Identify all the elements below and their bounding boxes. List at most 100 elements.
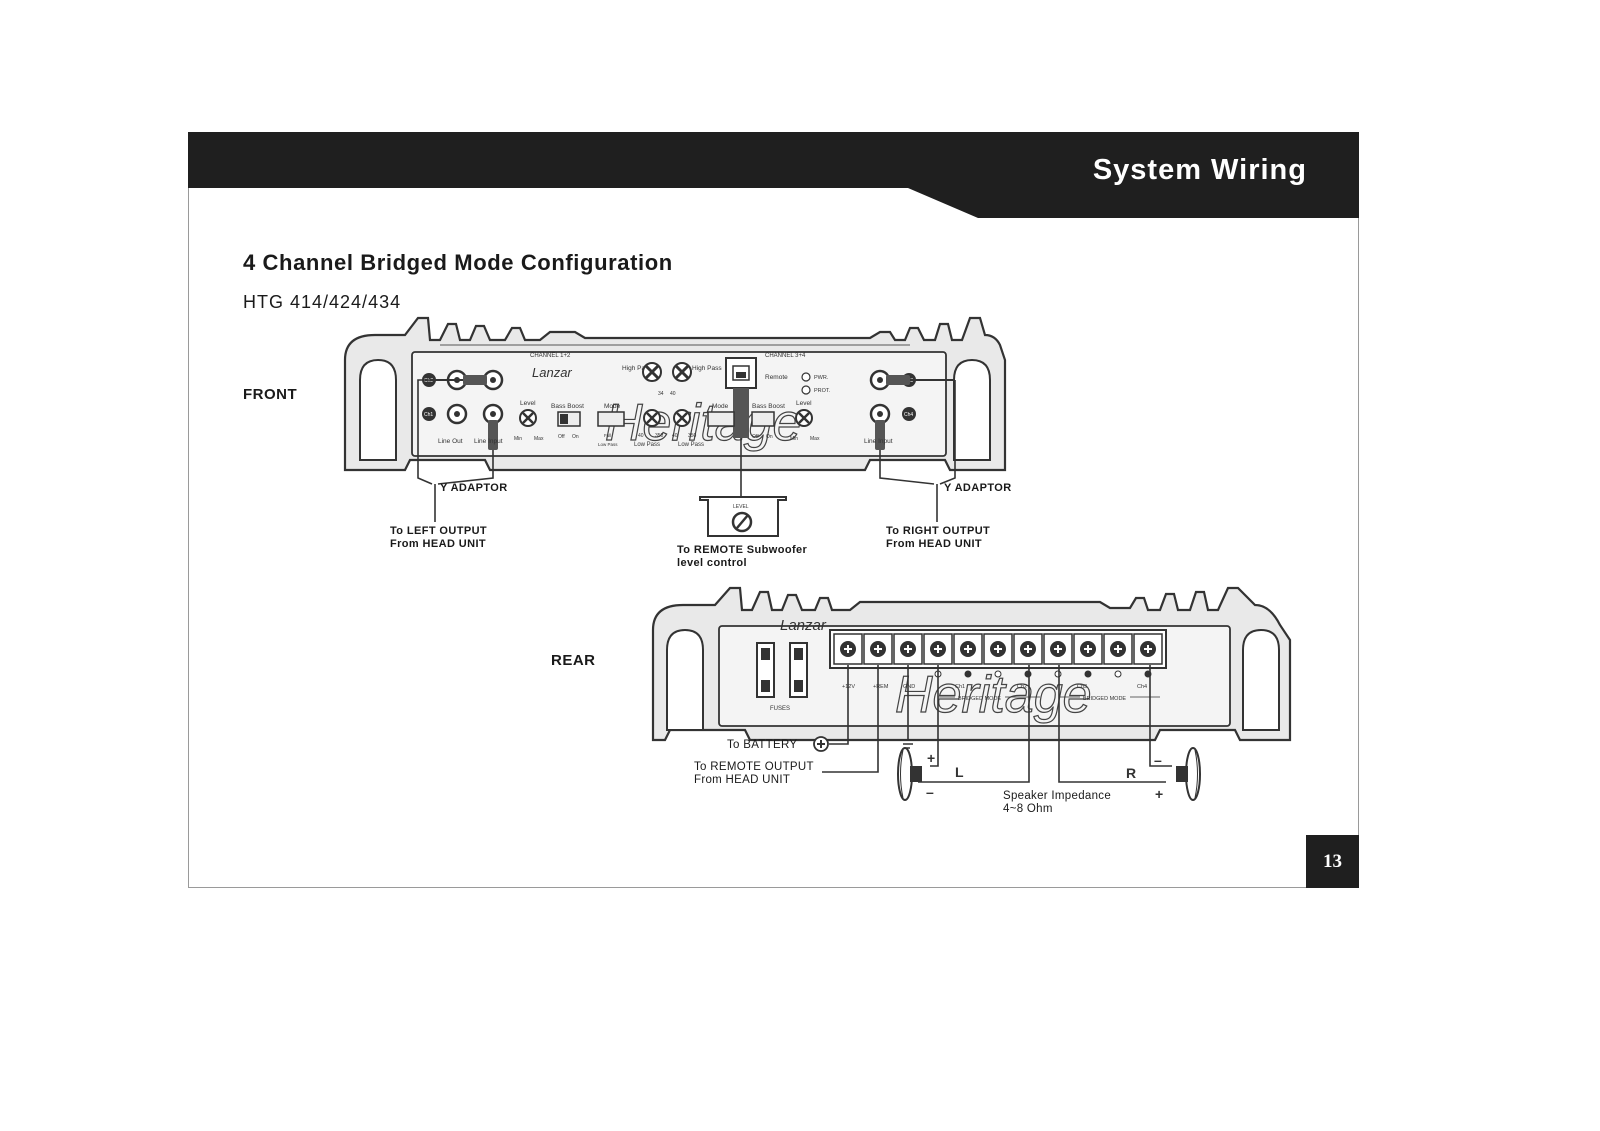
terminal-polarity-marker — [1084, 670, 1092, 678]
terminal-cell — [893, 633, 923, 665]
front-right-rca-group: Ch3 Ch4 Line Input — [864, 369, 955, 450]
svg-text:Mode: Mode — [604, 403, 621, 410]
svg-text:Bass Boost: Bass Boost — [551, 403, 584, 410]
svg-text:40: 40 — [638, 433, 644, 439]
left-speaker-icon — [897, 747, 922, 801]
svg-text:On: On — [572, 434, 579, 440]
terminal-label-gnd: GND — [903, 684, 915, 690]
page-title: System Wiring — [1092, 154, 1307, 186]
pwr-led-label: PWR. — [814, 375, 829, 381]
rear-watermark: Heritage — [895, 666, 1092, 724]
ch2-jack-label: Ch2 — [424, 378, 433, 384]
section-title: 4 Channel Bridged Mode Configuration — [243, 250, 673, 275]
terminal-cell — [1043, 633, 1073, 665]
header-band-shape — [188, 132, 1359, 218]
right-speaker-icon — [1176, 747, 1201, 801]
status-leds: PWR. PROT. — [801, 372, 831, 395]
prot-led-label: PROT. — [814, 388, 831, 394]
svg-text:350: 350 — [688, 433, 697, 439]
svg-text:Bass Boost: Bass Boost — [752, 403, 785, 410]
y-adaptor-left-label: Y ADAPTOR — [440, 482, 508, 494]
bass-boost-switch-right: Bass Boost Off On — [751, 403, 785, 440]
front-control-panel — [411, 351, 947, 457]
terminal-polarity-marker — [1054, 670, 1062, 678]
line-input-label-left: Line Input — [474, 438, 503, 445]
ch1-jack-label: Ch1 — [424, 412, 433, 418]
to-battery-label: To BATTERY — [727, 739, 798, 751]
rear-wiring — [822, 665, 1172, 783]
svg-text:Level: Level — [796, 400, 812, 407]
terminal-label-rem: +REM — [873, 684, 889, 690]
terminal-label-ch1: Ch1 — [955, 684, 965, 690]
left-speaker-label: L — [955, 764, 964, 780]
svg-text:High Pass: High Pass — [692, 365, 722, 372]
rear-label: REAR — [551, 652, 596, 669]
battery-plus-icon — [813, 736, 829, 752]
left-speaker-plus: + — [927, 750, 935, 766]
svg-text:Level: Level — [520, 400, 536, 407]
y-adaptor-left-wires — [417, 379, 494, 522]
right-speaker-minus: – — [1154, 752, 1162, 768]
high-pass-knobs: High Pass High Pass 34 40 — [622, 362, 722, 397]
svg-text:Off: Off — [752, 434, 759, 440]
terminal-label-ch4: Ch4 — [1137, 684, 1147, 690]
rear-left-handle — [666, 628, 704, 731]
terminal-polarity-marker — [964, 670, 972, 678]
svg-text:Max: Max — [810, 436, 820, 442]
y-adaptor-right-wires — [879, 380, 956, 522]
svg-text:Mode: Mode — [712, 403, 729, 410]
svg-text:34: 34 — [658, 391, 664, 397]
channel-3-4-label: CHANNEL 3+4 — [765, 353, 806, 359]
svg-text:Min: Min — [790, 436, 798, 442]
front-left-handle — [359, 358, 397, 461]
mode-switch-left: Mode Full Low Pass — [597, 403, 625, 447]
y-adaptor-right-label: Y ADAPTOR — [944, 482, 1012, 494]
ground-symbol-icon — [900, 739, 916, 749]
svg-text:Off: Off — [558, 434, 565, 440]
svg-text:Max: Max — [534, 436, 544, 442]
left-speaker-minus: – — [926, 784, 934, 800]
fuses-label: FUSES — [770, 706, 790, 712]
line-input-label-right: Line Input — [864, 438, 893, 445]
remote-level-control: LEVEL — [699, 496, 787, 537]
remote-port: Remote — [725, 357, 788, 438]
fuses: FUSES — [756, 642, 808, 712]
front-right-handle — [953, 358, 991, 461]
svg-text:Low Pass: Low Pass — [598, 442, 618, 447]
page-frame — [188, 132, 1359, 888]
bridged-mode-label-2: BRIDGED MODE — [1083, 696, 1126, 702]
ch4-jack-label: Ch4 — [904, 412, 913, 418]
page-number: 13 — [1306, 835, 1359, 888]
line-out-label: Line Out — [438, 438, 463, 445]
low-pass-knobs: 40 350 40 350 Low Pass Low Pass — [634, 409, 704, 448]
svg-text:On: On — [766, 434, 773, 440]
bass-boost-switch-left: Bass Boost Off On — [551, 403, 584, 440]
front-left-rca-group: Ch2 Ch1 Line Out Line Input — [422, 369, 504, 450]
terminal-polarity-marker — [1024, 670, 1032, 678]
rear-amplifier: Heritage Lanzar FUSES +12V +REM GND Ch1 … — [651, 586, 1292, 802]
right-speaker-plus: + — [1155, 786, 1163, 802]
terminal-label-ch3: Ch3 — [1077, 684, 1087, 690]
terminal-label-ch2: Ch2 — [1017, 684, 1027, 690]
right-speaker-label: R — [1126, 765, 1136, 781]
front-amplifier: Heritage Lanzar CHANNEL 1+2 CHANNEL 3+4 … — [343, 316, 1007, 537]
svg-text:40: 40 — [670, 391, 676, 397]
model-label: HTG 414/424/434 — [243, 292, 402, 312]
rear-brand-logo: Lanzar — [780, 617, 827, 634]
mode-switch-right: Mode — [707, 403, 735, 427]
svg-text:Min: Min — [514, 436, 522, 442]
terminal-polarity-marker — [1114, 670, 1122, 678]
svg-text:Low Pass: Low Pass — [678, 442, 704, 448]
svg-text:LEVEL: LEVEL — [733, 504, 749, 510]
front-brand-logo: Lanzar — [532, 365, 572, 380]
svg-text:High Pass: High Pass — [622, 365, 652, 372]
terminal-polarity-marker — [994, 670, 1002, 678]
svg-text:350: 350 — [655, 433, 664, 439]
svg-text:Low Pass: Low Pass — [634, 442, 660, 448]
front-label: FRONT — [243, 386, 298, 403]
